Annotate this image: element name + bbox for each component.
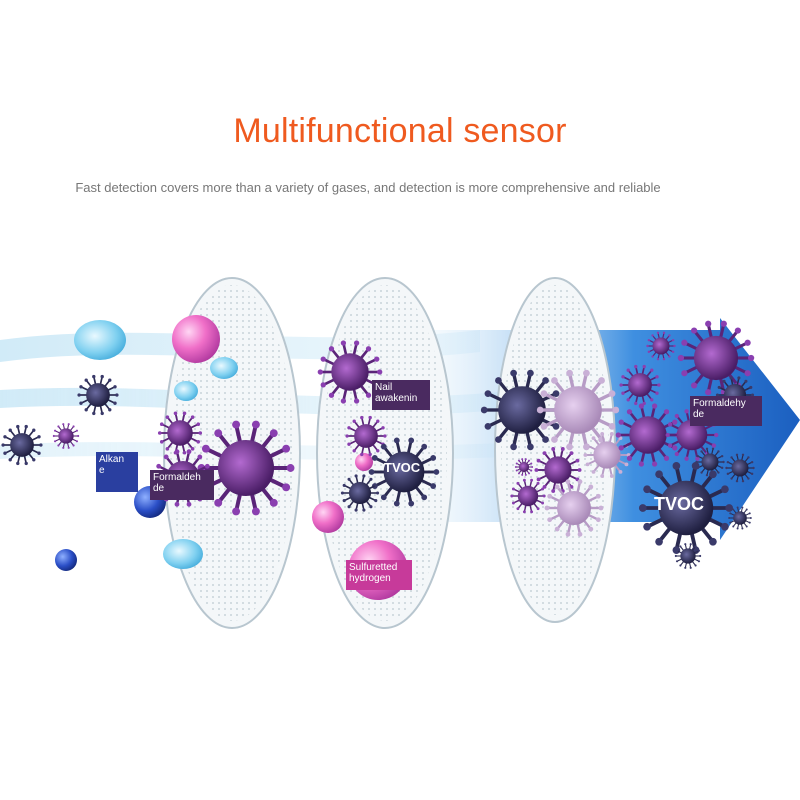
virus-particle (317, 340, 383, 404)
label-nail-awakening: Nail awakenin (372, 380, 430, 410)
virus-particle (52, 423, 80, 449)
virus-particle (345, 415, 387, 457)
virus-particle (77, 374, 119, 416)
virus-particle (1, 424, 43, 466)
virus-particle (157, 411, 203, 455)
label-tvoc-1: TVOC (384, 462, 421, 475)
virus-particle (677, 320, 755, 396)
droplet-icon (74, 320, 238, 569)
page-title: Multifunctional sensor (233, 112, 567, 150)
sensor-graphic (0, 277, 800, 629)
label-formaldehyde-1: Formaldeh de (150, 470, 214, 500)
virus-particle (674, 543, 702, 569)
virus-particle (728, 506, 752, 530)
label-alkane: Alkan e (96, 452, 138, 492)
virus-particle (619, 364, 661, 406)
virus-particle (514, 458, 534, 476)
virus-particle (197, 420, 295, 516)
virus-particle (510, 478, 546, 514)
label-formaldehyde-2: Formaldehy de (690, 396, 762, 426)
label-tvoc-2: TVOC (654, 494, 705, 514)
virus-particle (695, 447, 725, 477)
label-sulfuretted-hydrogen: Sulfuretted hydrogen (346, 560, 412, 590)
virus-particle (534, 447, 582, 493)
virus-particle (646, 331, 676, 361)
virus-particle (725, 453, 755, 483)
virus-particle (544, 479, 604, 537)
virus-particle (536, 369, 620, 451)
virus-particle (340, 474, 380, 512)
virus-particle (480, 369, 564, 451)
sensor-illustration: Alkan e Formaldeh de Nail awakenin TVOC … (0, 240, 800, 660)
virus-particle (638, 462, 734, 554)
page-subtitle: Fast detection covers more than a variet… (75, 180, 661, 195)
